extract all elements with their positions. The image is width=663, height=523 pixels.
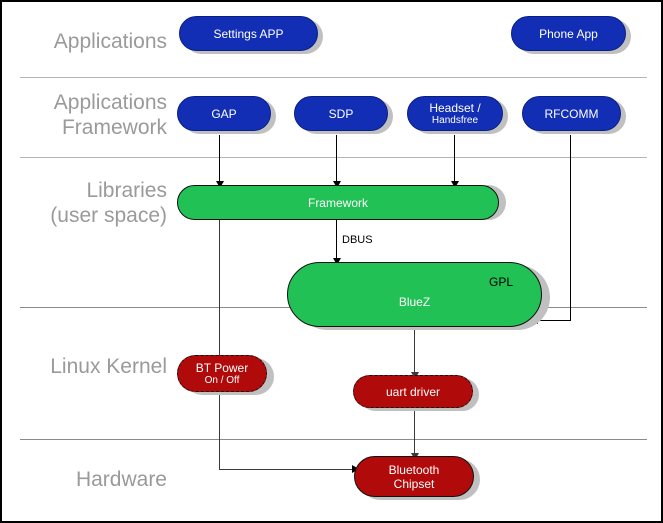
edge-gap-framework: [219, 135, 220, 183]
edge-uart-chipset: [414, 408, 415, 456]
node-uart-driver[interactable]: uart driver: [353, 375, 473, 408]
edge-headset-framework: [454, 135, 455, 183]
node-bt-power-label: BT Power: [195, 360, 249, 375]
edge-framework-bluez: [336, 220, 337, 262]
edge-framework-chipset-horizontal: [219, 469, 354, 470]
layer-separator-4: [20, 439, 647, 440]
node-sdp[interactable]: SDP: [294, 96, 388, 131]
layer-label-applications-framework: Applications Framework: [53, 91, 167, 139]
node-bt-power[interactable]: BT Power On / Off: [177, 355, 267, 392]
node-framework-label: Framework: [307, 195, 368, 210]
node-phone-app-label: Phone App: [539, 26, 598, 41]
node-bt-power-sublabel: On / Off: [204, 374, 240, 386]
edge-rfcomm-horizontal: [538, 320, 571, 321]
node-bluetooth-chipset-sublabel: Chipset: [393, 476, 435, 491]
edge-label-dbus: DBUS: [342, 234, 373, 246]
edge-bluez-uart: [414, 327, 415, 375]
node-headset-label: Headset /: [429, 100, 481, 115]
layer-label-applications: Applications: [53, 30, 167, 53]
node-headset-handsfree[interactable]: Headset / Handsfree: [407, 96, 503, 131]
node-framework[interactable]: Framework: [177, 185, 499, 220]
node-handsfree-sublabel: Handsfree: [431, 114, 479, 126]
edge-sdp-framework: [336, 135, 337, 183]
node-sdp-label: SDP: [328, 106, 354, 121]
node-gap-label: GAP: [211, 106, 237, 121]
edge-framework-chipset-vertical: [219, 220, 220, 470]
node-uart-driver-label: uart driver: [385, 384, 441, 399]
node-settings-app-label: Settings APP: [213, 26, 284, 41]
node-bluetooth-chipset[interactable]: Bluetooth Chipset: [354, 456, 474, 497]
node-phone-app[interactable]: Phone App: [511, 16, 626, 51]
layer-label-libraries: Libraries (user space): [50, 179, 167, 227]
node-settings-app[interactable]: Settings APP: [179, 16, 318, 51]
node-bluez-label: BlueZ: [398, 294, 431, 309]
node-rfcomm-label: RFCOMM: [544, 106, 599, 121]
node-bluez[interactable]: GPL BlueZ: [287, 262, 542, 327]
layer-label-linux-kernel: Linux Kernel: [50, 355, 167, 378]
node-bluetooth-chipset-label: Bluetooth: [388, 462, 440, 477]
edge-rfcomm-vertical: [570, 135, 571, 321]
layer-label-hardware: Hardware: [75, 468, 167, 491]
node-rfcomm[interactable]: RFCOMM: [522, 96, 621, 131]
node-gap[interactable]: GAP: [177, 96, 271, 131]
layer-separator-1: [20, 77, 647, 78]
layer-separator-2: [20, 157, 647, 158]
node-bluez-gpl-badge: GPL: [488, 275, 513, 289]
